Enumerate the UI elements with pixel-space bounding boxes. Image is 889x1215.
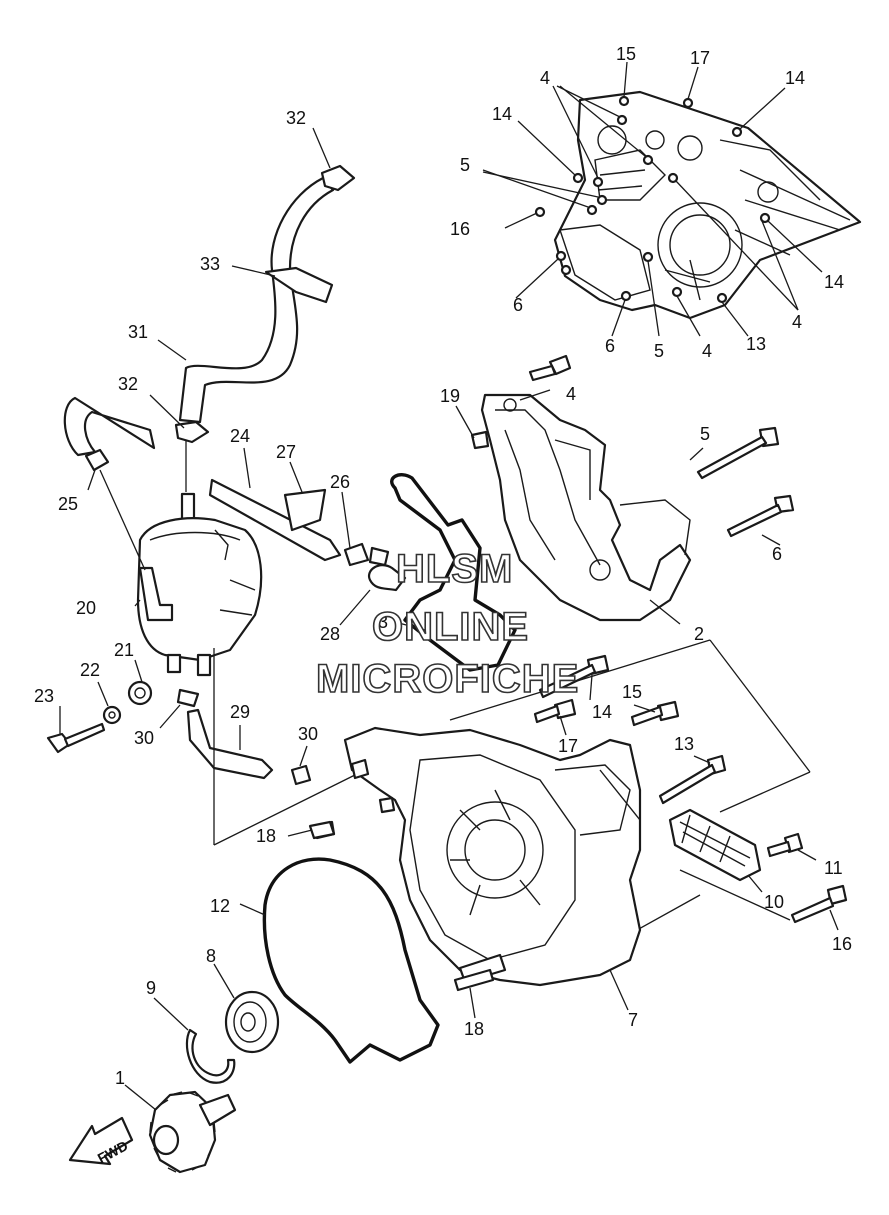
callout-15: 15 <box>622 682 642 702</box>
callout-5: 5 <box>460 155 470 175</box>
callout-4: 4 <box>566 384 576 404</box>
callout-6: 6 <box>772 544 782 564</box>
callout-5: 5 <box>700 424 710 444</box>
bearing <box>224 990 280 1054</box>
breather-hose-assembly <box>63 164 356 472</box>
pump-housing-bracket <box>480 393 692 622</box>
drive-gear <box>148 1090 237 1174</box>
callout-28: 28 <box>320 624 340 644</box>
callout-30: 30 <box>298 724 318 744</box>
callout-8: 8 <box>206 946 216 966</box>
oil-tank <box>136 492 263 677</box>
callout-26: 26 <box>330 472 350 492</box>
callout-25: 25 <box>58 494 78 514</box>
callout-4: 4 <box>792 312 802 332</box>
watermark-line-1: HLSM <box>396 547 513 591</box>
callout-6: 6 <box>513 295 523 315</box>
callout-16: 16 <box>450 219 470 239</box>
callout-2: 2 <box>694 624 704 644</box>
gasket-loop <box>390 473 517 672</box>
callout-13: 13 <box>674 734 694 754</box>
callout-20: 20 <box>76 598 96 618</box>
callout-27: 27 <box>276 442 296 462</box>
callout-29: 29 <box>230 702 250 722</box>
callout-13: 13 <box>746 334 766 354</box>
callout-14: 14 <box>824 272 844 292</box>
dowel-pins <box>308 820 495 992</box>
crankcase-cover-face-view <box>482 61 862 337</box>
callout-30: 30 <box>134 728 154 748</box>
callout-17: 17 <box>690 48 710 68</box>
callout-21: 21 <box>114 640 134 660</box>
callout-14: 14 <box>492 104 512 124</box>
watermark-line-3: MICROFICHE <box>316 657 579 701</box>
bolt-set-right <box>470 354 795 538</box>
callout-12: 12 <box>210 896 230 916</box>
callout-19: 19 <box>440 386 460 406</box>
callout-9: 9 <box>146 978 156 998</box>
callout-31: 31 <box>128 322 148 342</box>
watermark: HLSM ONLINE MICROFICHE <box>315 546 579 702</box>
callout-4: 4 <box>702 341 712 361</box>
callout-7: 7 <box>628 1010 638 1030</box>
callout-23: 23 <box>34 686 54 706</box>
face-view-leaders <box>482 61 823 337</box>
forward-direction-arrow: FWD <box>68 1116 134 1166</box>
strainer-screen <box>668 808 762 882</box>
bolt-hole-marks <box>534 95 771 304</box>
watermark-line-2: ONLINE <box>372 605 529 649</box>
oil-return-hose <box>186 708 312 786</box>
callout-16: 16 <box>832 934 852 954</box>
pipe-assembly <box>208 478 407 592</box>
callout-17: 17 <box>558 736 578 756</box>
callout-6: 6 <box>605 336 615 356</box>
circlip <box>185 1028 236 1084</box>
callout-10: 10 <box>764 892 784 912</box>
callout-11: 11 <box>824 858 843 878</box>
callout-1: 1 <box>115 1068 125 1088</box>
callout-4: 4 <box>540 68 550 88</box>
callout-3: 3 <box>378 612 388 632</box>
callout-leaders <box>59 127 839 1111</box>
callout-18: 18 <box>464 1019 484 1039</box>
cover-gasket <box>262 857 440 1064</box>
callout-24: 24 <box>230 426 250 446</box>
bolt-set-lower-right <box>533 654 848 924</box>
crankcase-cover <box>313 726 642 987</box>
callout-32: 32 <box>118 374 138 394</box>
callout-14: 14 <box>785 68 805 88</box>
callout-5: 5 <box>654 341 664 361</box>
drain-bolt-set <box>46 680 200 754</box>
callout-14: 14 <box>592 702 612 722</box>
callout-32: 32 <box>286 108 306 128</box>
callout-15: 15 <box>616 44 636 64</box>
callout-33: 33 <box>200 254 220 274</box>
callout-labels: 15 17 4 14 14 5 16 14 6 6 5 4 13 4 32 33… <box>34 44 852 1088</box>
callout-22: 22 <box>80 660 100 680</box>
callout-18: 18 <box>256 826 276 846</box>
